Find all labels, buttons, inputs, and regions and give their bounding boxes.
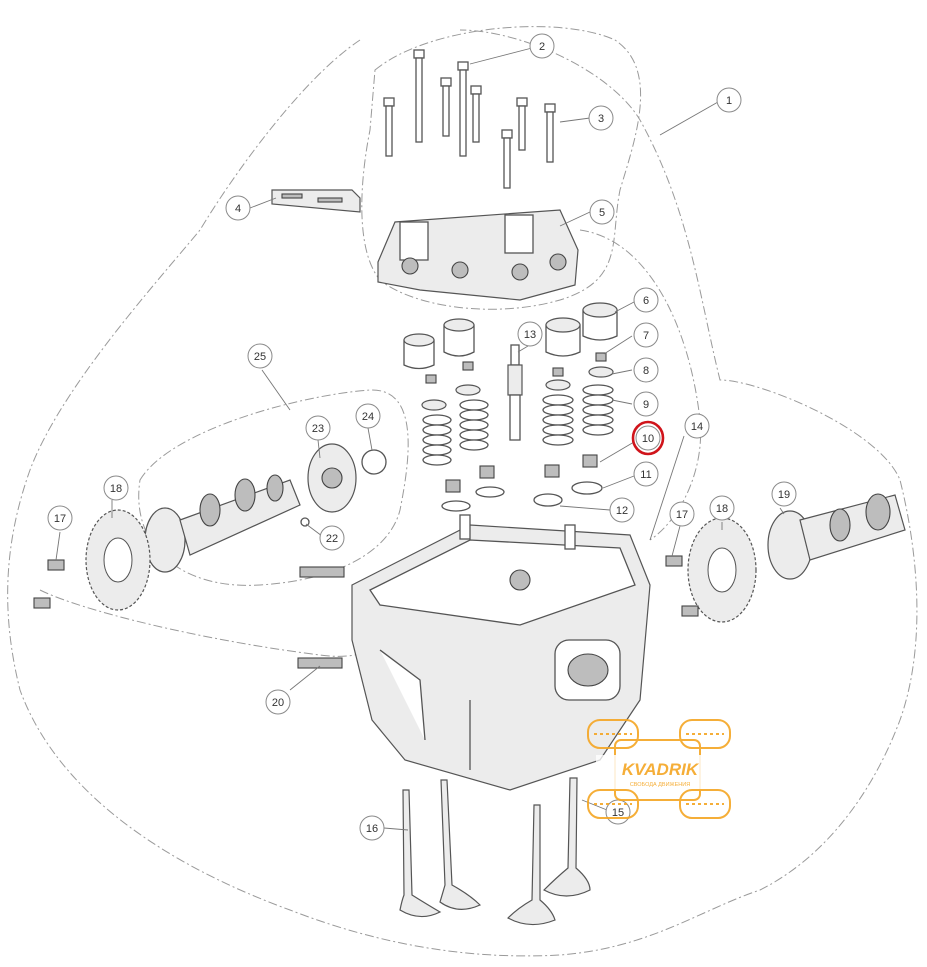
callout-11: 11	[633, 461, 659, 487]
svg-text:8: 8	[643, 365, 649, 377]
svg-text:10: 10	[642, 433, 654, 445]
head-bolts	[383, 49, 556, 189]
callout-7: 7	[633, 322, 659, 348]
sprocket-bolts-left	[33, 559, 65, 609]
valve-train-left	[403, 318, 505, 512]
svg-text:18: 18	[110, 483, 122, 495]
callout-20: 20	[265, 689, 291, 715]
callout-2: 2	[529, 33, 555, 59]
callout-4: 4	[225, 195, 251, 221]
callout-6: 6	[633, 287, 659, 313]
callout-19: 19	[771, 481, 797, 507]
svg-text:22: 22	[326, 533, 338, 545]
callout-8: 8	[633, 357, 659, 383]
callout-1: 1	[716, 87, 742, 113]
callout-18-left: 18	[103, 475, 129, 501]
svg-text:4: 4	[235, 203, 241, 215]
svg-text:23: 23	[312, 423, 324, 435]
decompression-assembly	[300, 443, 387, 527]
svg-text:19: 19	[778, 489, 790, 501]
callout-3: 3	[588, 105, 614, 131]
cam-sprocket-right	[687, 517, 757, 623]
svg-text:1: 1	[726, 95, 732, 107]
svg-text:24: 24	[362, 411, 374, 423]
callout-24: 24	[355, 403, 381, 429]
svg-text:15: 15	[612, 807, 624, 819]
atv-tire-icon	[587, 719, 731, 819]
callout-22: 22	[319, 525, 345, 551]
svg-text:6: 6	[643, 295, 649, 307]
callout-16: 16	[359, 815, 385, 841]
svg-text:5: 5	[599, 207, 605, 219]
callouts: 1 2 3 4 5 6 7 8 9 10 11 12 13 14 15 16 1…	[47, 33, 797, 841]
svg-text:7: 7	[643, 330, 649, 342]
callout-12: 12	[609, 497, 635, 523]
studs	[297, 566, 345, 669]
callout-9: 9	[633, 391, 659, 417]
svg-text:17: 17	[54, 513, 66, 525]
callout-17-right: 17	[669, 501, 695, 527]
cam-chain-guide-plate	[271, 189, 361, 213]
svg-text:13: 13	[524, 329, 536, 341]
camshaft-left	[144, 474, 301, 573]
camshaft-holder	[377, 209, 579, 301]
callout-17-left: 17	[47, 505, 73, 531]
callout-10: 10	[635, 425, 661, 451]
svg-text:25: 25	[254, 351, 266, 363]
svg-text:2: 2	[539, 41, 545, 53]
watermark-brand: KVADRIK	[622, 760, 700, 779]
callout-23: 23	[305, 415, 331, 441]
sprocket-bolts-right	[665, 555, 699, 617]
callout-18-right: 18	[709, 495, 735, 521]
callout-13: 13	[517, 321, 543, 347]
svg-text:12: 12	[616, 505, 628, 517]
svg-text:14: 14	[691, 421, 703, 433]
svg-text:9: 9	[643, 399, 649, 411]
svg-text:18: 18	[716, 503, 728, 515]
valve-train-right	[533, 302, 618, 507]
callout-25: 25	[247, 343, 273, 369]
spark-plug	[507, 344, 523, 441]
cam-sprocket-left	[85, 509, 151, 611]
svg-text:11: 11	[640, 469, 651, 481]
cylinder-head	[351, 514, 651, 791]
highlight-ring	[631, 420, 665, 456]
svg-text:16: 16	[366, 823, 378, 835]
kvadrik-watermark: KVADRIK СВОБОДА ДВИЖЕНИЯ	[587, 719, 731, 819]
svg-text:3: 3	[598, 113, 604, 125]
callout-14: 14	[684, 413, 710, 439]
svg-text:17: 17	[676, 509, 688, 521]
valves	[399, 777, 591, 926]
camshaft-right	[767, 493, 906, 580]
callout-5: 5	[589, 199, 615, 225]
svg-text:20: 20	[272, 697, 284, 709]
watermark-tagline: СВОБОДА ДВИЖЕНИЯ	[630, 782, 690, 788]
